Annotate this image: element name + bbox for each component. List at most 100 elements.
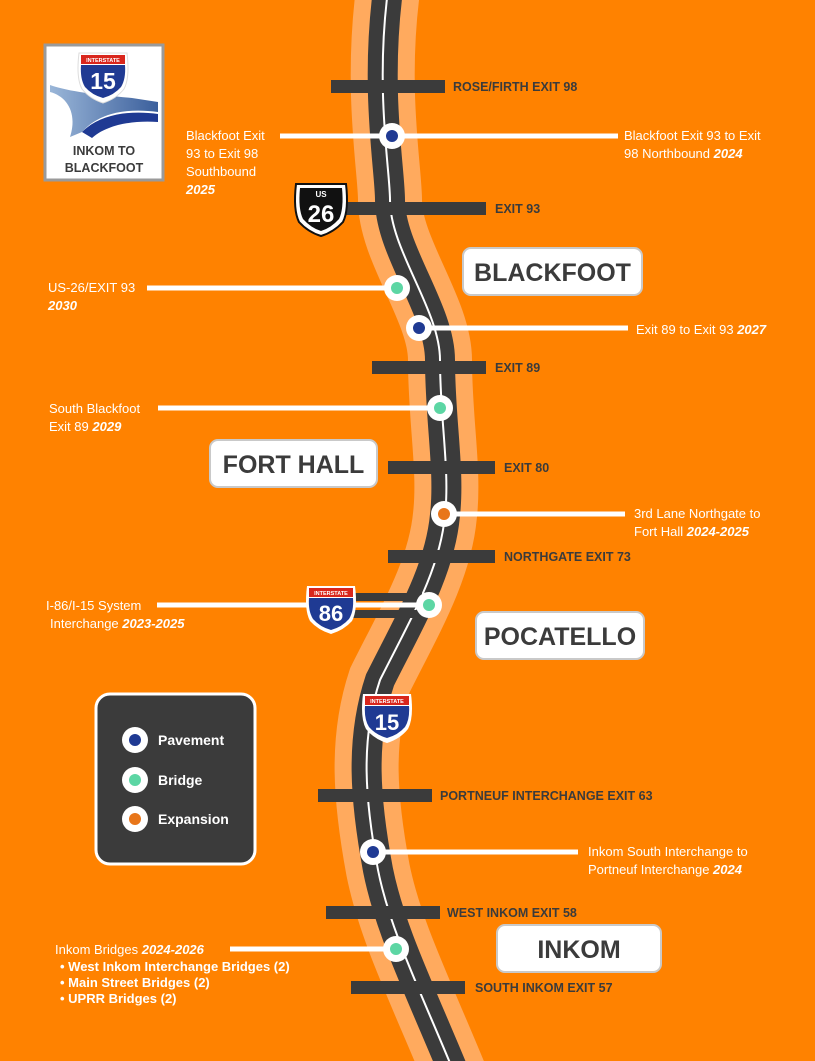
- i86-shield-icon: INTERSTATE 86: [306, 586, 356, 634]
- project-year: 2029: [91, 419, 122, 434]
- pavement-marker-dot: [413, 322, 425, 334]
- us26-shield-icon: US 26: [294, 183, 348, 238]
- exit-label: EXIT 89: [495, 361, 540, 375]
- project-label: Exit 89 2029: [49, 419, 122, 434]
- interstate-shield-red: [309, 588, 353, 597]
- project-label: Portneuf Interchange 2024: [588, 862, 743, 877]
- interstate-shield-number: 86: [319, 601, 343, 626]
- project-text: Blackfoot Exit 93 to Exit: [624, 128, 761, 143]
- city-name: INKOM: [537, 936, 620, 964]
- project-labels: Blackfoot Exit 93 to Exit 98 Northbound …: [46, 128, 767, 1006]
- exit-bar: [326, 906, 440, 919]
- legend-label: Pavement: [158, 732, 224, 748]
- us-shield-number: 26: [308, 201, 335, 228]
- logo-caption: INKOM TO: [73, 144, 136, 158]
- i15-shield-icon: INTERSTATE 15: [362, 694, 412, 743]
- interstate-shield-number: 15: [375, 710, 399, 735]
- project-year: 2027: [736, 322, 767, 337]
- project-label: 98 Northbound 2024: [624, 146, 743, 161]
- logo-caption: BLACKFOOT: [65, 161, 144, 175]
- legend-label: Bridge: [158, 772, 203, 788]
- highway-i15: [334, 0, 484, 1061]
- logo-shield-blue: [80, 65, 126, 98]
- i86-ramp: [352, 593, 422, 601]
- exit-label: SOUTH INKOM EXIT 57: [475, 981, 613, 995]
- project-label: US-26/EXIT 93: [48, 280, 135, 295]
- interstate-shield-top: INTERSTATE: [314, 591, 348, 597]
- city-labels: BLACKFOOT FORT HALL POCATELLO INKOM: [209, 247, 662, 973]
- logo: INTERSTATE 15 INKOM TO BLACKFOOT: [43, 43, 165, 182]
- project-year: 2024: [713, 146, 744, 161]
- project-text: Inkom Bridges: [55, 942, 139, 957]
- project-label: Inkom South Interchange to: [588, 844, 748, 859]
- us-shield-inner: [299, 188, 343, 231]
- project-subitem: • UPRR Bridges (2): [60, 991, 177, 1006]
- legend-label: Expansion: [158, 811, 229, 827]
- i86-ramp: [352, 610, 422, 618]
- project-label: Blackfoot Exit 93 to Exit: [624, 128, 761, 143]
- exit-bar: [318, 202, 486, 215]
- interstate-shield-top: INTERSTATE: [370, 699, 404, 705]
- project-subitem: • West Inkom Interchange Bridges (2): [60, 959, 290, 974]
- interstate-shield-red: [365, 696, 409, 705]
- project-text: Portneuf Interchange: [588, 862, 709, 877]
- bridge-marker-dot: [423, 599, 435, 611]
- exit-bar: [388, 461, 495, 474]
- project-label: 3rd Lane Northgate to: [634, 506, 760, 521]
- project-subitem: • Main Street Bridges (2): [60, 975, 210, 990]
- pavement-marker-dot: [386, 130, 398, 142]
- exit-label: WEST INKOM EXIT 58: [447, 906, 577, 920]
- bridge-marker-dot: [434, 402, 446, 414]
- bridge-marker-dot: [390, 943, 402, 955]
- logo-shield-number: 15: [90, 68, 116, 94]
- legend-bridge-dot: [129, 774, 141, 786]
- project-text: Exit 89: [49, 419, 89, 434]
- exit-markers: ROSE/FIRTH EXIT 98 EXIT 93 EXIT 89 EXIT …: [318, 80, 653, 995]
- project-label: Fort Hall 2024-2025: [634, 524, 750, 539]
- exit-label: NORTHGATE EXIT 73: [504, 550, 631, 564]
- project-label: I-86/I-15 System: [46, 598, 141, 613]
- exit-label: ROSE/FIRTH EXIT 98: [453, 80, 577, 94]
- legend-expansion-dot: [129, 813, 141, 825]
- project-text: Fort Hall: [634, 524, 683, 539]
- project-label: South Blackfoot: [49, 401, 140, 416]
- logo-road-icon: [50, 85, 158, 137]
- exit-bar: [372, 361, 486, 374]
- pavement-marker-dot: [367, 846, 379, 858]
- exit-label: EXIT 80: [504, 461, 549, 475]
- project-year: 2023-2025: [121, 616, 185, 631]
- project-year: 2024-2025: [686, 524, 750, 539]
- us-shield-top: US: [315, 190, 327, 199]
- exit-label: EXIT 93: [495, 202, 540, 216]
- city-box: [475, 611, 645, 660]
- project-text: 98 Northbound: [624, 146, 714, 161]
- logo-shield-top: INTERSTATE: [86, 58, 120, 64]
- exit-bar: [331, 80, 445, 93]
- exit-bar: [388, 550, 495, 563]
- project-label: 93 to Exit 98: [186, 146, 258, 161]
- project-text: Exit 89 to Exit 93: [636, 322, 734, 337]
- city-name: BLACKFOOT: [474, 259, 631, 287]
- project-markers: [360, 123, 457, 962]
- project-text: Interchange: [50, 616, 119, 631]
- project-year: 2030: [47, 298, 78, 313]
- city-name: POCATELLO: [484, 623, 636, 651]
- project-year: 2024: [712, 862, 743, 877]
- city-name: FORT HALL: [223, 451, 365, 479]
- city-box: [462, 247, 643, 296]
- exit-bar: [318, 789, 432, 802]
- interstate-shield-blue: [308, 598, 354, 630]
- project-label: Southbound: [186, 164, 256, 179]
- project-connectors: [147, 133, 628, 952]
- project-year: 2024-2026: [141, 942, 205, 957]
- logo-shield-red: [81, 55, 125, 64]
- project-label: Blackfoot Exit: [186, 128, 265, 143]
- project-label: Exit 89 to Exit 93 2027: [636, 322, 767, 337]
- legend: Pavement Bridge Expansion: [94, 692, 257, 866]
- logo-road-shadow-icon: [82, 112, 158, 138]
- project-label: Inkom Bridges 2024-2026: [55, 942, 205, 957]
- city-box: [496, 924, 662, 973]
- interstate-shield-blue: [364, 706, 410, 738]
- exit-bar: [351, 981, 465, 994]
